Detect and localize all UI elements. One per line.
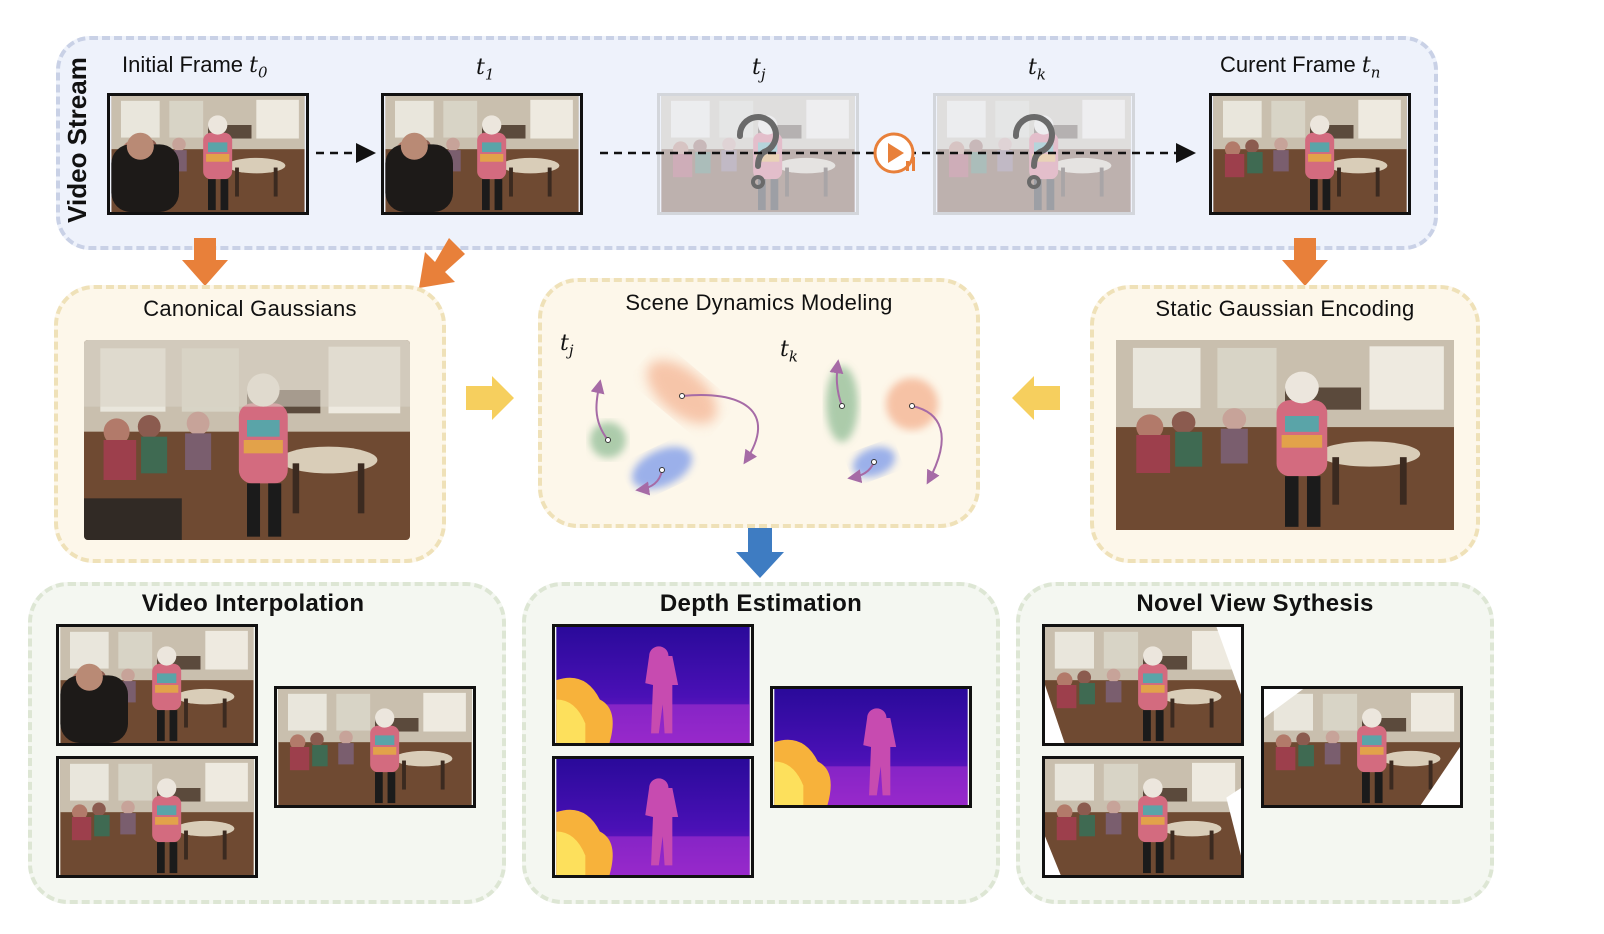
down-arrow-icon	[736, 528, 784, 578]
frame-label-tk: tk	[1028, 55, 1046, 84]
static-gaussian-render	[1116, 340, 1454, 530]
depth-estimation-title: Depth Estimation	[659, 590, 863, 617]
gaussian-orange	[646, 360, 718, 424]
frame-label-tn: Curent Frame tn	[1220, 52, 1381, 82]
novel-view-render	[1042, 756, 1244, 878]
video-interpolation-title: Video Interpolation	[141, 590, 365, 617]
interpolated-frame	[56, 756, 258, 878]
gaussian-dynamics-illustration	[590, 359, 943, 496]
frame-current	[1209, 93, 1411, 215]
frame-label-t0: Initial Frame t0	[122, 52, 268, 82]
question-mark-icon	[1004, 112, 1064, 192]
dynamics-time-tj: tj	[560, 331, 574, 360]
novel-view-render	[1261, 686, 1463, 808]
static-gaussian-title: Static Gaussian Encoding	[1155, 296, 1415, 321]
frame-label-t1: t1	[476, 55, 495, 84]
right-arrow-icon	[466, 376, 514, 420]
interpolated-frame	[274, 686, 476, 808]
scene-dynamics-title: Scene Dynamics Modeling	[625, 290, 893, 315]
depth-map	[552, 624, 754, 746]
canonical-gaussians-render	[84, 340, 410, 540]
frame-t1	[381, 93, 583, 215]
frame-initial	[107, 93, 309, 215]
streaming-play-icon	[873, 132, 915, 174]
interpolated-frame	[56, 624, 258, 746]
novel-view-title: Novel View Sythesis	[1136, 590, 1374, 617]
down-arrow-icon	[182, 238, 228, 286]
down-arrow-icon	[1282, 238, 1328, 286]
frame-label-tj: tj	[752, 55, 766, 84]
diagonal-arrow-icon	[419, 238, 465, 288]
canonical-gaussians-title: Canonical Gaussians	[143, 296, 357, 321]
question-mark-icon	[728, 112, 788, 192]
video-stream-label: Video Stream	[62, 57, 92, 223]
left-arrow-icon	[1012, 376, 1060, 420]
depth-map	[770, 686, 972, 808]
novel-view-render	[1042, 624, 1244, 746]
dynamics-time-tk: tk	[780, 337, 798, 366]
depth-map	[552, 756, 754, 878]
